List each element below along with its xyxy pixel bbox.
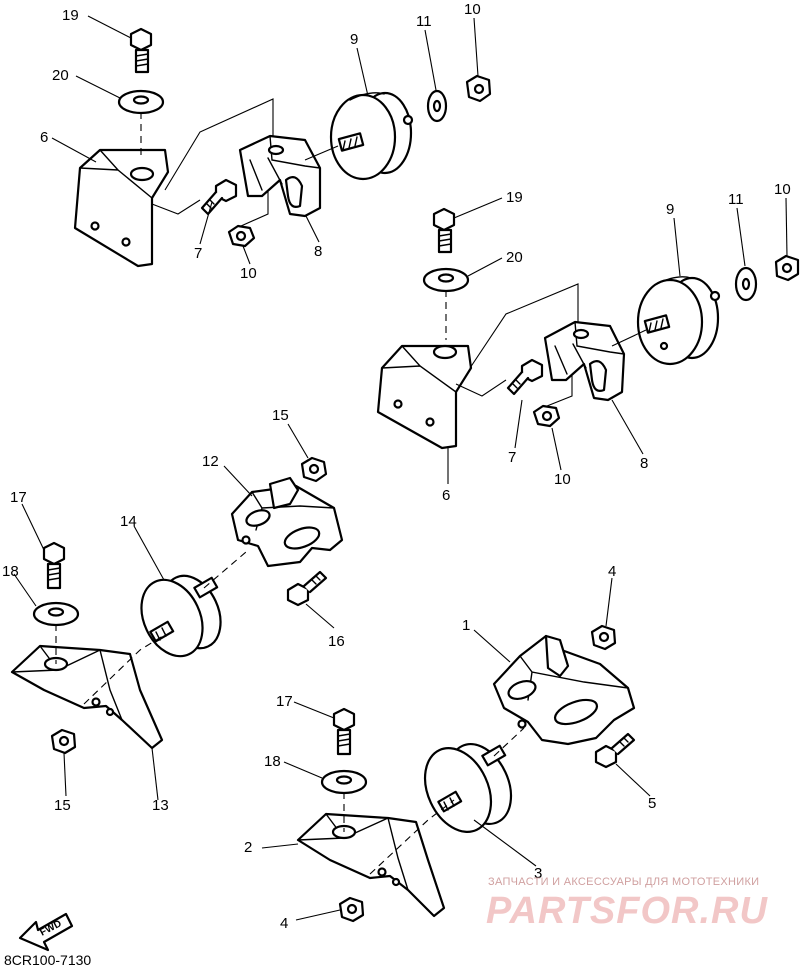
callout-7: 7 <box>194 245 202 262</box>
callout-18: 18 <box>264 753 281 770</box>
washer-18-lower <box>320 769 368 795</box>
callout-15: 15 <box>272 407 289 424</box>
catalog-number: 8CR100-7130 <box>4 952 92 968</box>
nut-10-outer <box>465 74 492 103</box>
callout-9: 9 <box>350 31 358 48</box>
bracket-13 <box>10 644 164 750</box>
callout-2: 2 <box>244 839 252 856</box>
callout-13: 13 <box>152 797 169 814</box>
bracket-2 <box>296 812 446 918</box>
bolt-19 <box>129 27 153 74</box>
bolt-7-right <box>506 358 544 396</box>
assembly-top-left <box>73 27 492 268</box>
nut-4-lower <box>338 896 365 923</box>
callout-14: 14 <box>120 513 137 530</box>
callout-10: 10 <box>464 1 481 18</box>
callout-12: 12 <box>202 453 219 470</box>
bolt-17 <box>42 541 66 590</box>
callout-7: 7 <box>508 449 516 466</box>
callout-11: 11 <box>416 13 432 30</box>
bolt-16 <box>286 570 328 607</box>
callout-8: 8 <box>640 455 648 472</box>
assembly-bottom-right <box>296 624 636 923</box>
callout-19: 19 <box>506 189 523 206</box>
nut-10-right-outer <box>774 254 800 282</box>
callout-11: 11 <box>728 191 744 208</box>
callout-19: 19 <box>62 7 79 24</box>
callout-6: 6 <box>40 129 48 146</box>
bracket-8 <box>238 134 322 218</box>
nut-15 <box>300 456 328 483</box>
washer-18 <box>32 601 80 627</box>
washer-11 <box>426 89 448 123</box>
callout-3: 3 <box>534 865 542 882</box>
bolt-19-right <box>432 207 456 254</box>
watermark-brand: PARTSFOR.RU <box>486 890 768 932</box>
callout-10: 10 <box>554 471 571 488</box>
forward-arrow: FWD <box>18 912 74 952</box>
bolt-5 <box>594 732 636 769</box>
callout-20: 20 <box>506 249 523 266</box>
bolt-17-lower <box>332 707 356 756</box>
nut-15-lower <box>50 728 77 755</box>
nut-10-right-lower <box>532 404 561 428</box>
washer-20-right <box>422 267 470 293</box>
rubber-mount-9 <box>329 91 414 181</box>
callout-17: 17 <box>10 489 27 506</box>
callout-8: 8 <box>314 243 322 260</box>
bracket-8-right <box>543 320 626 402</box>
callout-4: 4 <box>280 915 288 932</box>
rubber-mount-3 <box>423 743 513 833</box>
callout-16: 16 <box>328 633 345 650</box>
bracket-6 <box>73 148 170 268</box>
nut-10 <box>227 224 256 248</box>
callout-9: 9 <box>666 201 674 218</box>
callout-6: 6 <box>442 487 450 504</box>
callout-18: 18 <box>2 563 19 580</box>
rubber-mount-14 <box>140 574 222 658</box>
bolt-7 <box>200 178 238 216</box>
callout-17: 17 <box>276 693 293 710</box>
callout-10: 10 <box>240 265 257 282</box>
rubber-mount-9-right <box>636 276 721 366</box>
callout-4: 4 <box>608 563 616 580</box>
callout-1: 1 <box>462 617 470 634</box>
bracket-12 <box>230 476 344 568</box>
watermark-tagline: ЗАПЧАСТИ И АКСЕССУАРЫ ДЛЯ МОТОТЕХНИКИ <box>488 876 760 888</box>
bracket-1 <box>492 634 636 746</box>
bracket-6-right <box>376 344 473 450</box>
assembly-right <box>376 207 800 450</box>
callout-numbers: 19 20 6 7 10 8 9 11 10 19 20 6 7 10 8 9 … <box>2 1 791 932</box>
callout-5: 5 <box>648 795 656 812</box>
washer-20 <box>117 89 165 115</box>
callout-15: 15 <box>54 797 71 814</box>
callout-leaders <box>13 15 788 921</box>
callout-20: 20 <box>52 67 69 84</box>
nut-4 <box>590 624 617 651</box>
assembly-middle-left <box>10 456 344 755</box>
washer-11-right <box>734 266 758 302</box>
callout-10: 10 <box>774 181 791 198</box>
